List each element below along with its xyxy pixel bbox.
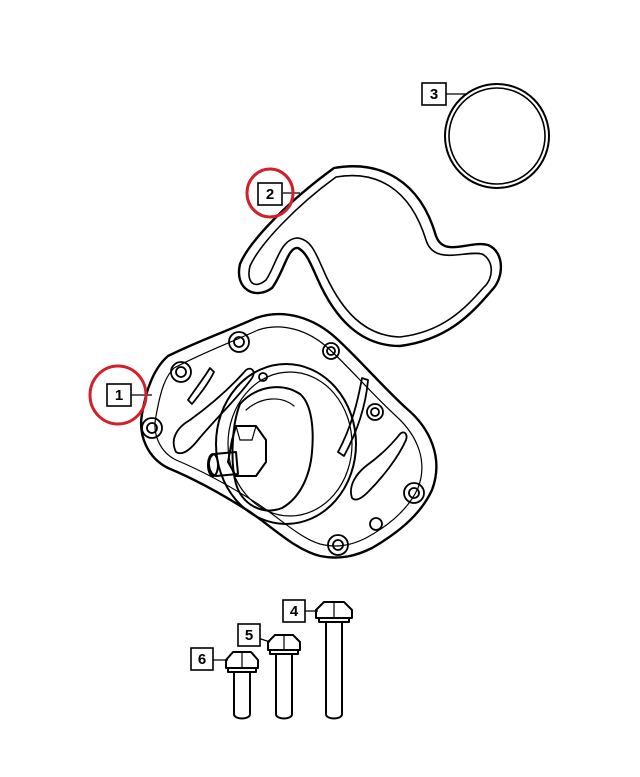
callout-label: 4	[290, 603, 299, 620]
callout-box	[421, 82, 447, 106]
o-ring-part-3	[444, 83, 550, 189]
callout-box	[282, 599, 306, 623]
callout-box	[237, 623, 261, 647]
callout-label: 2	[266, 186, 274, 203]
callout-label: 5	[245, 627, 253, 644]
callout-label: 1	[115, 387, 123, 404]
callout-1: 1	[106, 383, 132, 407]
callout-label: 3	[430, 86, 438, 103]
bolt-part-5	[267, 634, 301, 720]
water-pump-part-1	[139, 312, 438, 559]
callout-label: 6	[198, 651, 206, 668]
bolt-bosses	[141, 331, 425, 556]
callout-4: 4	[282, 599, 306, 623]
housing-slots	[172, 367, 408, 501]
callout-2: 2	[257, 182, 283, 206]
bolt-part-4	[315, 601, 353, 720]
gasket-part-2	[237, 165, 503, 348]
bolt-part-6	[225, 651, 259, 720]
callout-6: 6	[190, 647, 214, 671]
highlight-circle-2	[245, 167, 295, 219]
highlight-circles	[88, 167, 295, 426]
callout-3: 3	[421, 82, 447, 106]
hex-nut-and-shaft	[207, 425, 267, 477]
callout-box	[106, 383, 132, 407]
callout-5: 5	[237, 623, 261, 647]
pump-hub	[215, 363, 357, 525]
callout-box	[257, 182, 283, 206]
highlight-circle-1	[88, 364, 148, 426]
callout-box	[190, 647, 214, 671]
